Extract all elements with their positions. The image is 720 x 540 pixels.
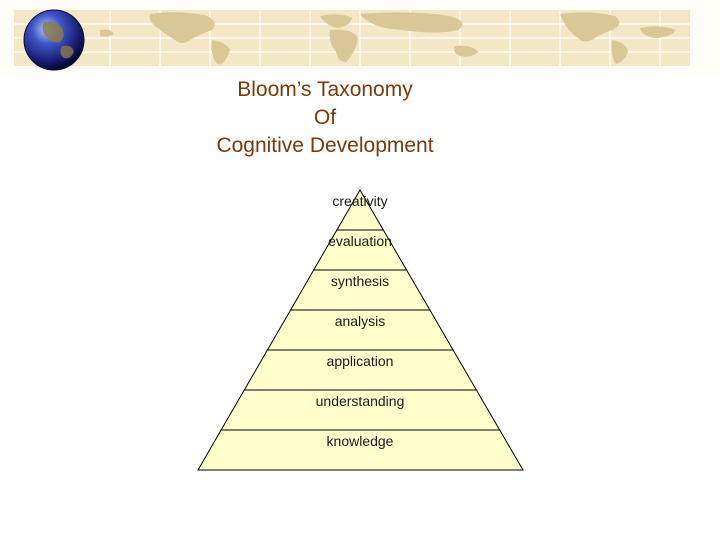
title-line-1: Bloom’s Taxonomy <box>237 78 413 101</box>
pyramid-label-evaluation: evaluation <box>328 233 392 249</box>
world-map-banner <box>0 0 720 75</box>
pyramid-label-knowledge: knowledge <box>327 433 394 449</box>
pyramid-label-creativity: creativity <box>332 193 387 209</box>
title-line-2: Of <box>313 106 337 129</box>
pyramid-band-knowledge <box>197 429 524 471</box>
title-line-3: Cognitive Development <box>216 134 434 157</box>
pyramid-label-analysis: analysis <box>335 313 386 329</box>
pyramid-label-application: application <box>327 353 394 369</box>
pyramid-label-understanding: understanding <box>316 393 405 409</box>
slide-title: Bloom’s Taxonomy Of Cognitive Developmen… <box>150 76 500 160</box>
globe-icon <box>23 9 85 71</box>
pyramid-label-synthesis: synthesis <box>331 273 389 289</box>
